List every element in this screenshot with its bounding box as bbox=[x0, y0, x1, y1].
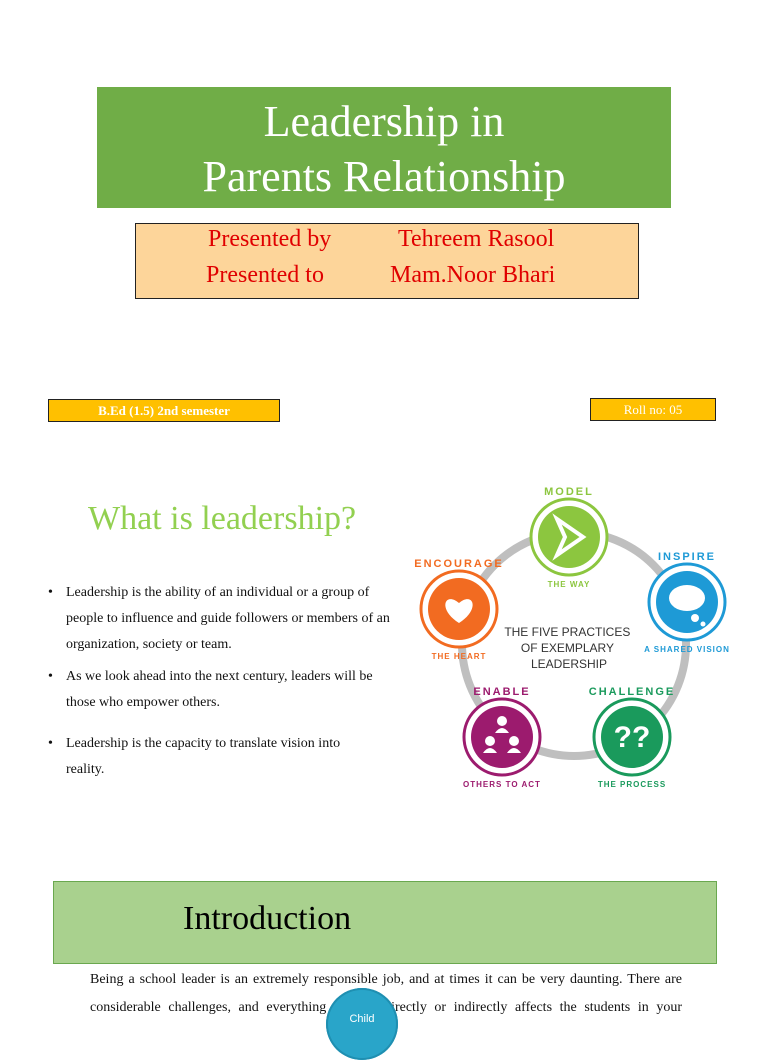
bullet-dot: • bbox=[48, 736, 53, 751]
child-bubble-button[interactable]: Child bbox=[326, 988, 398, 1060]
diagram-center-text: THE FIVE PRACTICES OF EXEMPLARY LEADERSH… bbox=[504, 625, 633, 671]
practice-encourage: ENCOURAGE THE HEART bbox=[414, 558, 504, 661]
presented-to-label: Presented to bbox=[206, 262, 324, 288]
teacher-name: Mam.Noor Bhari bbox=[390, 262, 556, 288]
presenter-name: Tehreem Rasool bbox=[398, 226, 555, 252]
intro-line-1: Being a school leader is an extremely re… bbox=[90, 972, 682, 987]
leadership-heading: What is leadership? bbox=[88, 500, 357, 537]
practice-disc bbox=[601, 706, 663, 768]
practice-top-label: INSPIRE bbox=[658, 551, 716, 563]
bullet-dot: • bbox=[48, 585, 53, 600]
bullet-text: Leadership is the capacity to translate … bbox=[66, 736, 341, 777]
center-line-2: OF EXEMPLARY bbox=[521, 641, 614, 655]
practice-top-label: ENCOURAGE bbox=[414, 558, 504, 570]
question-marks-icon: ?? bbox=[614, 721, 651, 754]
practice-disc bbox=[538, 506, 600, 568]
semester-badge: B.Ed (1.5) 2nd semester bbox=[48, 399, 280, 422]
arrow-icon bbox=[552, 513, 587, 561]
title-banner: Leadership in Parents Relationship bbox=[97, 87, 671, 208]
practice-bottom-label: THE HEART bbox=[432, 652, 487, 661]
title-line-2: Parents Relationship bbox=[202, 152, 566, 201]
heart-hands-icon bbox=[445, 599, 473, 623]
center-line-1: THE FIVE PRACTICES bbox=[504, 625, 630, 639]
practice-bottom-label: THE WAY bbox=[548, 580, 591, 589]
introduction-heading: Introduction bbox=[183, 900, 352, 937]
center-line-3: LEADERSHIP bbox=[531, 657, 607, 671]
bullet-text: Leadership is the ability of an individu… bbox=[66, 585, 390, 652]
bullet-dot: • bbox=[48, 669, 53, 684]
presenter-box: Presented by Tehreem Rasool Presented to… bbox=[135, 223, 639, 299]
list-item: • As we look ahead into the next century… bbox=[48, 664, 393, 716]
practice-bottom-label: OTHERS TO ACT bbox=[463, 780, 541, 789]
list-item: • Leadership is the capacity to translat… bbox=[48, 731, 368, 783]
practice-enable: ENABLE OTHERS TO ACT bbox=[462, 686, 542, 789]
practice-inspire: INSPIRE A SHARED VISION bbox=[644, 551, 730, 654]
practice-disc bbox=[471, 706, 533, 768]
practice-top-label: ENABLE bbox=[473, 686, 530, 698]
title-line-1: Leadership in bbox=[263, 97, 505, 146]
practice-top-label: MODEL bbox=[544, 486, 594, 498]
practice-model: MODEL THE WAY bbox=[529, 486, 609, 589]
list-item: • Leadership is the ability of an indivi… bbox=[48, 580, 408, 658]
introduction-banner: Introduction bbox=[53, 881, 717, 964]
practice-top-label: CHALLENGE bbox=[589, 686, 675, 698]
practice-bottom-label: THE PROCESS bbox=[598, 780, 666, 789]
thought-cloud-icon bbox=[669, 585, 706, 627]
practice-bottom-label: A SHARED VISION bbox=[644, 645, 730, 654]
roll-badge: Roll no: 05 bbox=[590, 398, 716, 421]
bullet-text: As we look ahead into the next century, … bbox=[66, 669, 373, 710]
five-practices-diagram: THE FIVE PRACTICES OF EXEMPLARY LEADERSH… bbox=[414, 486, 730, 789]
practice-challenge: ?? CHALLENGE THE PROCESS bbox=[589, 686, 675, 789]
svg-text:??: ?? bbox=[614, 721, 651, 754]
team-icon bbox=[483, 716, 521, 753]
presented-by-label: Presented by bbox=[208, 226, 332, 252]
